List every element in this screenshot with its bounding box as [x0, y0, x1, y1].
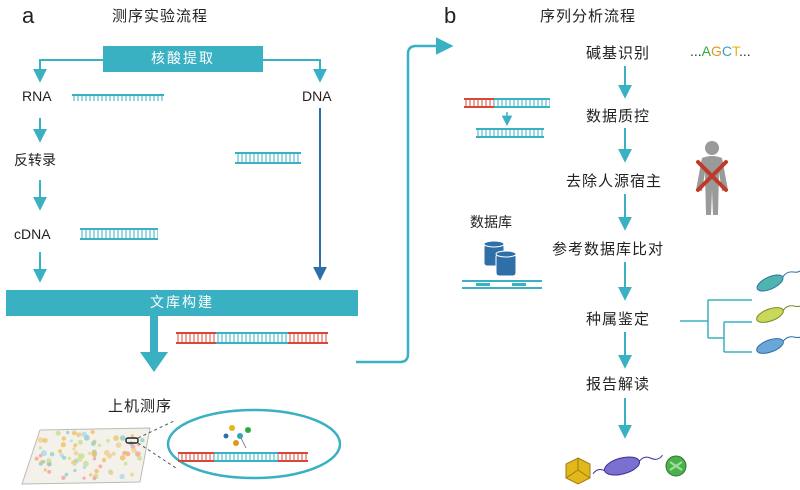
step-reference-alignment: 参考数据库比对	[552, 240, 665, 258]
cdna-double-strand	[80, 228, 158, 240]
reverse-transcription-label: 反转录	[14, 153, 56, 169]
panel-a-arrows	[33, 59, 327, 283]
base-g: G	[711, 43, 722, 59]
dna-double-strand	[235, 152, 301, 164]
dna-label: DNA	[302, 88, 332, 104]
panel-a-title: 测序实验流程	[112, 7, 209, 25]
base-sequence: ...AGCT...	[690, 43, 751, 59]
library-construct	[176, 332, 328, 344]
base-c: C	[721, 43, 733, 59]
sequence-suffix: ...	[739, 43, 751, 59]
library-to-sequencing-arrow	[140, 314, 168, 372]
library-bar: 文库构建	[6, 290, 358, 316]
panel-b-title: 序列分析流程	[540, 7, 637, 25]
step-species-identification: 种属鉴定	[586, 310, 651, 328]
panel-b-letter: b	[444, 3, 457, 28]
step-report: 报告解读	[586, 375, 651, 393]
extract-bar: 核酸提取	[103, 46, 263, 72]
database-label: 数据库	[470, 215, 512, 231]
database-icon	[462, 240, 542, 289]
panel-connector-arrow	[356, 37, 454, 364]
bacteria-icons	[756, 267, 800, 354]
sequence-prefix: ...	[690, 43, 702, 59]
flow-cell	[21, 419, 177, 485]
cdna-label: cDNA	[14, 226, 51, 242]
base-t: T	[732, 43, 740, 59]
fungus-icon	[665, 455, 687, 477]
zoom-ellipse	[166, 408, 342, 480]
virus-icon	[565, 457, 591, 485]
rna-label: RNA	[22, 88, 52, 104]
bacterium-icon	[592, 454, 663, 476]
phylo-tree	[680, 299, 752, 353]
rna-strand	[72, 94, 164, 101]
step-base-calling: 碱基识别	[586, 44, 651, 62]
base-a: A	[701, 43, 712, 59]
step-host-removal: 去除人源宿主	[566, 172, 663, 190]
cross-mark-icon	[696, 160, 728, 192]
read-strands	[464, 98, 550, 138]
panel-a-letter: a	[22, 3, 35, 28]
sequencing-label: 上机测序	[108, 397, 173, 415]
step-quality-control: 数据质控	[586, 107, 651, 125]
